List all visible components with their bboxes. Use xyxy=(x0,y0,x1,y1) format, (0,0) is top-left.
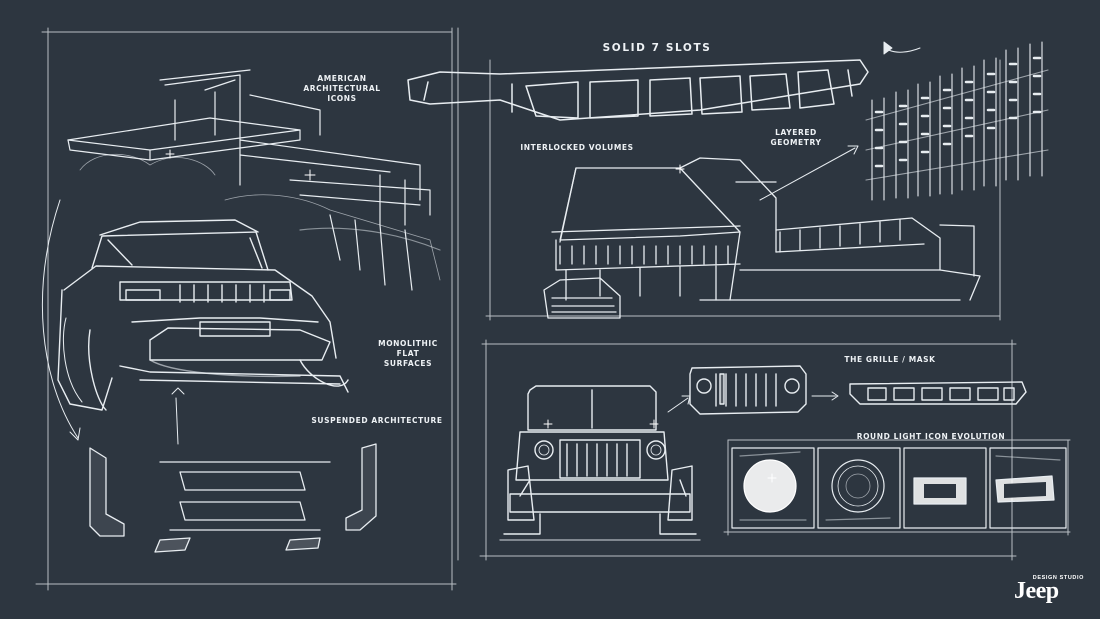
label-american-icons: AMERICAN ARCHITECTURAL ICONS xyxy=(303,74,381,103)
arrow-icon xyxy=(41,199,185,445)
solid-slots-bar-sketch xyxy=(407,59,869,121)
textile-block-tower-sketch xyxy=(865,41,1049,201)
panel-frames xyxy=(35,27,1071,591)
label-solid-slots: SOLID 7 SLOTS xyxy=(602,42,712,54)
suspended-architecture-sketch xyxy=(89,443,377,553)
sparkle-icon xyxy=(165,149,777,483)
grille-mask-sketch xyxy=(689,365,807,415)
arrow-icon xyxy=(667,391,839,413)
label-interlocked-volumes: INTERLOCKED VOLUMES xyxy=(520,143,634,152)
label-suspended: SUSPENDED ARCHITECTURE xyxy=(311,416,443,425)
jeep-design-studio-logo: DESIGN STUDIO Jeep xyxy=(1012,574,1088,608)
fallingwater-sketch xyxy=(67,69,441,291)
brand-studio-text: DESIGN STUDIO xyxy=(1032,575,1084,581)
arrow-icon xyxy=(759,41,921,201)
brand-logo-text: Jeep xyxy=(1014,578,1059,604)
jeep-front-sketch xyxy=(499,385,701,541)
label-round-light: ROUND LIGHT ICON EVOLUTION xyxy=(856,432,1006,441)
light-evolution-sketch xyxy=(731,447,1067,529)
suv-front-sketch xyxy=(57,219,349,411)
interlocked-volumes-building-sketch xyxy=(543,157,981,319)
mask-slots-bar-sketch xyxy=(849,381,1027,405)
label-grille-mask: THE GRILLE / MASK xyxy=(844,355,936,364)
label-layered-geometry: LAYERED GEOMETRY xyxy=(770,128,822,147)
label-monolithic: MONOLITHIC FLAT SURFACES xyxy=(378,339,438,368)
